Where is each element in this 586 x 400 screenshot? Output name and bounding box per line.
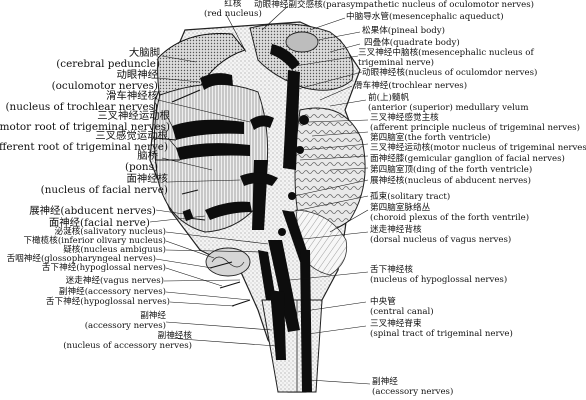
label-principle-trigeminal: 三叉神经感觉主核 (afferent principle nucleus of … [370, 113, 580, 133]
label-facial-nerve: 面神经(facial nerve) [48, 217, 150, 229]
label-vagus: 迷走神经(vagus nerves) [65, 276, 164, 286]
label-forth-ventricle: 第四脑室(the forth ventricle) [370, 133, 491, 143]
label-oculomotor-nucleus: 动眼神经核(nucleus of oculomdor nerves) [362, 68, 538, 78]
label-mesencephalic-trigeminal: 三叉神经中脑核(mesencephalic nucleus of trigemi… [358, 48, 534, 68]
label-ambiguus: 疑核(nucleus ambiguus) [63, 245, 166, 255]
label-glossopharyngeal: 舌咽神经(glossopharyngeal nerves) [6, 254, 156, 264]
label-quadrate-body: 四叠体(quadrate body) [364, 38, 460, 48]
label-pineal-body: 松果体(pineal body) [362, 26, 445, 36]
leader-lines-left [149, 55, 277, 347]
label-trochlear-nerves: 滑车神经(trochlear nerves) [354, 81, 468, 91]
label-abducent-nucleus: 展神经核(nucleus of abducent nerves) [370, 176, 531, 186]
label-pons: 脑桥 (pons) [124, 150, 158, 173]
label-oculomotor-nerves: 动眼神经 (oculomotor nerves) [51, 69, 158, 92]
label-parasympathetic-oculomotor: 动眼神经副交感核(parasympathetic nucleus of ocul… [254, 0, 534, 10]
tectum-shape [249, 23, 354, 91]
label-hypoglossal-nucleus: 舌下神经核 (nucleus of hypoglossal nerves) [370, 265, 508, 285]
label-accessory-nerves-bottom: 副神经 (accessory nerves) [372, 377, 454, 397]
label-hypoglossal-nerves-1: 舌下神经(hypoglossal nerves) [41, 263, 166, 273]
label-hypoglossal-nerves-2: 舌下神经(hypoglossal nerves) [45, 297, 170, 307]
label-central-canal: 中央管 (central canal) [370, 297, 434, 317]
label-olivary: 下橄榄核(inferior olivary nucleus) [23, 236, 166, 246]
label-motor-root: 三叉神经运动根 (motor root of trigeminal nerves… [0, 110, 170, 133]
label-red-nucleus: 红核 (red nucleus) [204, 0, 262, 19]
label-salivatory: 泌涎核(salivatory nucleus) [54, 227, 166, 237]
label-motor-trigeminal: 三叉神经运动核(motor nucleus of trigeminal nerv… [370, 143, 586, 153]
label-abducent-nerves: 展神经(abducent nerves) [29, 205, 156, 217]
label-facial-nucleus: 面神经核 (nucleus of facial nerve) [40, 173, 168, 196]
label-choroid-plexus: 第四脑室脉络丛 (choroid plexus of the forth ven… [370, 203, 530, 223]
label-trochlear-nucleus: 滑车神经核 (nucleus of trochlear nerves) [5, 90, 158, 113]
label-cerebral-peduncle: 大脑脚 (cerebral peduncle) [56, 47, 160, 70]
label-geniculate-ganglion: 面神经膝(gemicular ganglion of facial nerves… [370, 154, 565, 164]
olive-shape [205, 247, 251, 277]
label-ding-ventricle: 第四脑室顶(ding of the forth ventricle) [370, 165, 533, 175]
label-dorsal-vagus: 迷走神经背核 (dorsal nucleus of vagus nerves) [370, 225, 512, 245]
label-afferent-root: 三叉感觉运动根 (afferent root of trigeminal ner… [0, 130, 168, 153]
label-accessory-nucleus: 副神经核 (nucleus of accessory nerves) [63, 331, 192, 351]
label-spinal-trigeminal: 三叉神经脊束 (spinal tract of trigeminal nerve… [370, 319, 513, 339]
pons-shape [153, 83, 269, 233]
label-mesencephalic-aqueduct: 中脑导水管(mesencephalic aqueduct) [346, 12, 504, 22]
nerve-tracts [172, 44, 312, 392]
label-accessory-nerves-1: 副神经(accessory nerves) [58, 287, 166, 297]
left-nerve-roots [154, 89, 251, 307]
label-medullary-velum: 前(上)髓帆 (anterior (superior) medullary ve… [368, 93, 529, 113]
label-accessory-nerves-2: 副神经 (accessory nerves) [84, 311, 166, 331]
label-solitary-tract: 孤束(solitary tract) [370, 192, 451, 202]
leader-lines-right [225, 5, 371, 385]
